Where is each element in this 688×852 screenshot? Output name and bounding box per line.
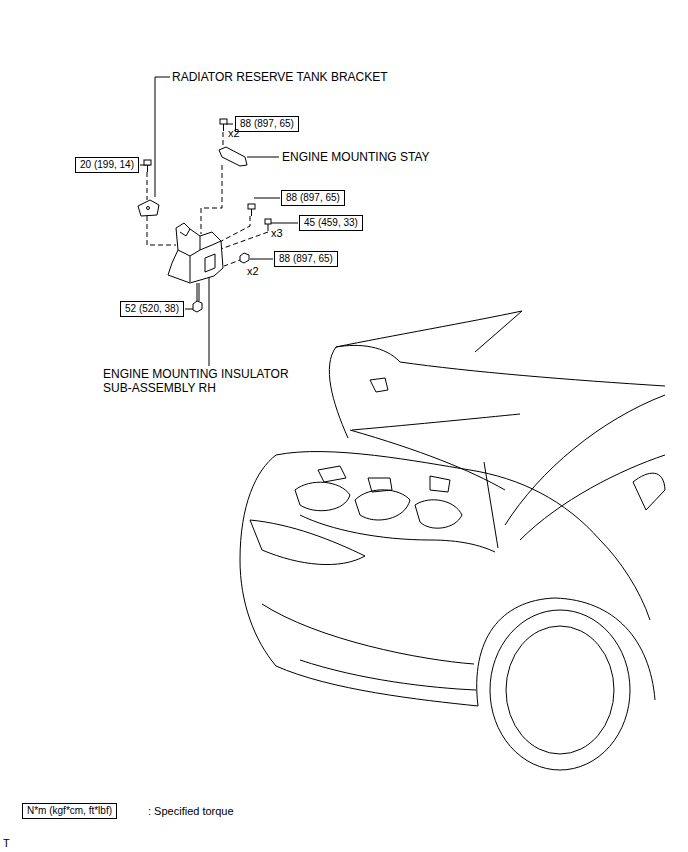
- vehicle-illustration-stroke: [490, 610, 630, 770]
- bolt-symbols-stroke: [265, 219, 271, 224]
- dashed-lines-stroke: [147, 216, 176, 245]
- vehicle-illustration-stroke: [430, 476, 450, 492]
- mount-insulator-part-stroke: [199, 283, 200, 301]
- torque-box: 88 (897, 65): [274, 251, 338, 267]
- bolt-symbols-stroke: [268, 224, 269, 231]
- vehicle-illustration-stroke: [295, 482, 350, 511]
- vehicle-illustration-stroke: [600, 540, 650, 620]
- vehicle-illustration-stroke: [368, 478, 392, 492]
- vehicle-illustration-stroke: [352, 414, 520, 430]
- dashed-lines: [147, 132, 268, 266]
- vehicle-illustration-stroke: [329, 311, 522, 438]
- legend-torque-box: N*m (kgf*cm, ft*lbf): [22, 803, 117, 819]
- vehicle-illustration-stroke: [318, 466, 346, 482]
- vehicle-illustration-stroke: [262, 604, 474, 664]
- torque-value: 45 (459, 33): [304, 217, 358, 228]
- bolt-symbols-stroke: [144, 160, 151, 165]
- vehicle-illustration-stroke: [484, 462, 498, 548]
- torque-box: 45 (459, 33): [299, 215, 363, 231]
- torque-value: 20 (199, 14): [80, 159, 134, 170]
- bolt-symbols-stroke: [147, 165, 148, 172]
- mount-insulator-part-stroke: [180, 229, 190, 236]
- bolt-symbols: [144, 119, 271, 312]
- stay-part: [219, 147, 247, 166]
- leader-lines-stroke: [209, 268, 210, 366]
- part-name: ENGINE MOUNTING INSULATOR SUB-ASSEMBLY R…: [103, 367, 303, 395]
- torque-box: 88 (897, 65): [281, 190, 345, 206]
- vehicle-illustration-stroke: [400, 362, 665, 386]
- vehicle-illustration-stroke: [300, 660, 476, 690]
- torque-value: N*m (kgf*cm, ft*lbf): [27, 805, 112, 816]
- quantity-mark: x3: [271, 226, 283, 240]
- vehicle-illustration-stroke: [520, 455, 665, 540]
- vehicle-illustration-stroke: [350, 430, 505, 490]
- bracket-part-stroke: [138, 200, 159, 216]
- mount-insulator-part: [168, 223, 223, 301]
- leader-lines-stroke: [270, 223, 298, 224]
- vehicle-illustration-stroke: [250, 520, 365, 565]
- vehicle-illustration-stroke: [370, 378, 388, 392]
- vehicle-illustration-stroke: [506, 626, 614, 754]
- bolt-symbols-stroke: [251, 209, 252, 216]
- legend-note: : Specified torque: [148, 804, 234, 818]
- vehicle-illustration-stroke: [276, 452, 600, 540]
- leader-lines-stroke: [250, 259, 273, 260]
- bracket-part: [138, 200, 159, 216]
- mount-insulator-part-stroke: [205, 254, 215, 272]
- torque-value: 88 (897, 65): [286, 192, 340, 203]
- vehicle-illustration-stroke: [240, 455, 478, 706]
- torque-value: 88 (897, 65): [279, 253, 333, 264]
- bolt-symbols-stroke: [240, 253, 249, 263]
- bolt-symbols-stroke: [223, 124, 224, 131]
- torque-box: 88 (897, 65): [235, 116, 299, 132]
- dashed-lines-stroke: [223, 132, 224, 150]
- dashed-lines-stroke: [201, 165, 222, 234]
- vehicle-illustration: [240, 311, 665, 770]
- mount-insulator-part-stroke: [197, 283, 198, 301]
- part-name: ENGINE MOUNTING STAY: [282, 150, 430, 164]
- vehicle-illustration-stroke: [505, 395, 665, 525]
- torque-value: 88 (897, 65): [240, 118, 294, 129]
- vehicle-illustration-stroke: [415, 500, 462, 528]
- leader-lines-stroke: [247, 157, 279, 158]
- bolt-symbols-stroke: [220, 119, 227, 124]
- mount-insulator-part-stroke: [190, 256, 191, 282]
- vehicle-illustration-stroke: [300, 515, 495, 552]
- mount-insulator-part-stroke: [168, 223, 223, 283]
- quantity-mark: x2: [247, 264, 259, 278]
- vehicle-illustration-stroke: [475, 311, 522, 352]
- bolt-symbols-stroke: [248, 204, 255, 209]
- torque-value: 52 (520, 38): [125, 303, 179, 314]
- bracket-part-stroke: [147, 207, 150, 210]
- vehicle-illustration-stroke: [336, 345, 400, 362]
- mount-insulator-part-stroke: [200, 236, 201, 250]
- vehicle-illustration-stroke: [355, 490, 410, 520]
- leader-lines-stroke: [155, 77, 170, 197]
- bolt-symbols-stroke: [193, 301, 202, 312]
- dashed-lines-stroke: [147, 172, 148, 200]
- part-name: RADIATOR RESERVE TANK BRACKET: [172, 70, 388, 84]
- stay-part-stroke: [219, 147, 247, 166]
- torque-box: 52 (520, 38): [120, 301, 184, 317]
- torque-box: 20 (199, 14): [75, 157, 139, 173]
- vehicle-illustration-stroke: [633, 473, 665, 510]
- dashed-lines-stroke: [218, 232, 268, 250]
- leader-lines-stroke: [254, 198, 280, 199]
- corner-mark: T: [3, 836, 10, 850]
- quantity-mark: x2: [228, 126, 240, 140]
- leader-lines: [140, 77, 298, 366]
- vehicle-illustration-stroke: [477, 598, 655, 706]
